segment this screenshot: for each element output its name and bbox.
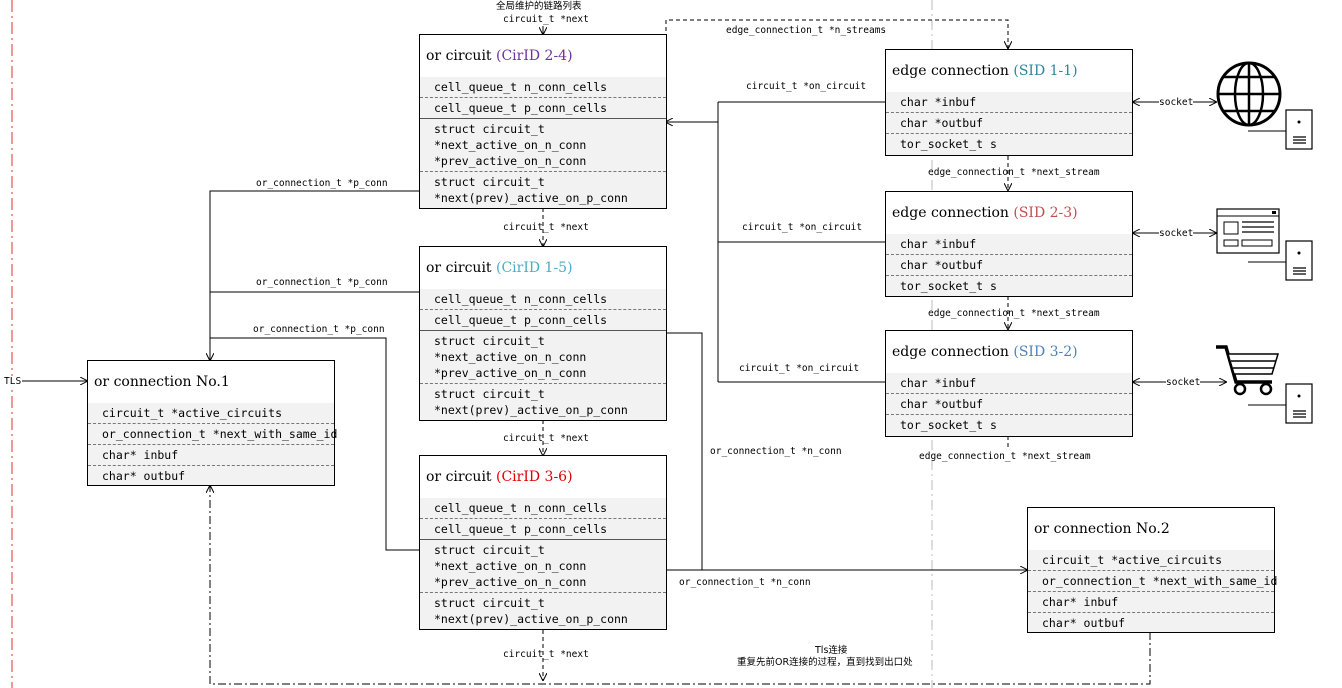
circuit-id: (CirID 2-4) bbox=[496, 48, 573, 64]
n-conn-label-2: or_connection_t *n_conn bbox=[679, 577, 811, 588]
field: char *outbuf bbox=[886, 394, 1132, 415]
field: circuit_t *active_circuits bbox=[1028, 550, 1274, 571]
circuit-next-label-3: circuit_t *next bbox=[503, 649, 589, 660]
or-circuit-box-2[interactable]: or circuit (CirID 1-5) cell_queue_t n_co… bbox=[419, 246, 667, 421]
on-circuit-label-1: circuit_t *on_circuit bbox=[746, 81, 867, 92]
or-connection-title: or connection No.2 bbox=[1028, 508, 1274, 551]
field: cell_queue_t p_conn_cells bbox=[420, 98, 666, 119]
field: or_connection_t *next_with_same_id bbox=[1028, 571, 1277, 592]
field: struct circuit_t *next(prev)_active_on_p… bbox=[434, 387, 628, 417]
field: cell_queue_t p_conn_cells bbox=[420, 310, 666, 331]
circuit-id: (CirID 3-6) bbox=[496, 469, 573, 485]
field: cell_queue_t p_conn_cells bbox=[420, 519, 666, 540]
or-connection-title: or connection No.1 bbox=[88, 361, 334, 404]
edge-connection-header: edge connection (SID 2-3) bbox=[886, 192, 1132, 235]
stream-id: (SID 1-1) bbox=[1013, 63, 1078, 79]
socket-label-1: socket bbox=[1159, 97, 1194, 108]
or-circuit-box-1[interactable]: or circuit (CirID 2-4) cell_queue_t n_co… bbox=[419, 34, 667, 209]
field: tor_socket_t s bbox=[900, 418, 997, 432]
or-circuit-title: or circuit bbox=[426, 260, 496, 276]
socket-label-3: socket bbox=[1166, 377, 1201, 388]
field: char *inbuf bbox=[886, 92, 1132, 113]
on-circuit-label-3: circuit_t *on_circuit bbox=[739, 363, 860, 374]
n-conn-label-1: or_connection_t *n_conn bbox=[710, 446, 842, 457]
server-icon bbox=[1248, 109, 1313, 150]
or-circuit-header: or circuit (CirID 2-4) bbox=[420, 35, 666, 78]
edge-connection-box-2[interactable]: edge connection (SID 2-3) char *inbuf ch… bbox=[885, 191, 1133, 297]
n-streams-label: edge_connection_t *n_streams bbox=[726, 25, 887, 36]
edge-connection-title: edge connection bbox=[892, 63, 1014, 79]
field: char* outbuf bbox=[102, 469, 186, 483]
next-stream-label-2: edge_connection_t *next_stream bbox=[928, 308, 1100, 319]
top-note-pointer: circuit_t *next bbox=[503, 14, 589, 25]
field: tor_socket_t s bbox=[900, 279, 997, 293]
globe-icon bbox=[1216, 61, 1282, 127]
or-circuit-title: or circuit bbox=[426, 48, 496, 64]
or-circuit-header: or circuit (CirID 1-5) bbox=[420, 247, 666, 290]
field: circuit_t *active_circuits bbox=[88, 403, 334, 424]
field: cell_queue_t n_conn_cells bbox=[420, 289, 666, 310]
bottom-note-line-1: Tls连接 bbox=[815, 645, 848, 656]
field: char* outbuf bbox=[1042, 616, 1126, 630]
edge-connection-header: edge connection (SID 3-2) bbox=[886, 331, 1132, 374]
or-circuit-title: or circuit bbox=[426, 469, 496, 485]
p-conn-label-3: or_connection_t *p_conn bbox=[253, 324, 385, 335]
server-icon bbox=[1248, 240, 1313, 281]
on-circuit-label-2: circuit_t *on_circuit bbox=[742, 222, 863, 233]
server-icon bbox=[1248, 383, 1313, 424]
field: cell_queue_t n_conn_cells bbox=[420, 77, 666, 98]
edge-connection-box-1[interactable]: edge connection (SID 1-1) char *inbuf ch… bbox=[885, 49, 1133, 156]
field: char* inbuf bbox=[88, 445, 334, 466]
field: struct circuit_t *next(prev)_active_on_p… bbox=[434, 175, 628, 205]
stream-id: (SID 3-2) bbox=[1013, 344, 1078, 360]
webpage-icon bbox=[1216, 208, 1280, 254]
field: char *outbuf bbox=[886, 255, 1132, 276]
field: or_connection_t *next_with_same_id bbox=[88, 424, 337, 445]
or-connection-box-2[interactable]: or connection No.2 circuit_t *active_cir… bbox=[1027, 507, 1277, 633]
field: char *outbuf bbox=[886, 113, 1132, 134]
top-note-title: 全局维护的链路列表 bbox=[496, 1, 582, 12]
next-stream-label-1: edge_connection_t *next_stream bbox=[928, 167, 1100, 178]
edge-connection-header: edge connection (SID 1-1) bbox=[886, 50, 1132, 93]
or-circuit-box-3[interactable]: or circuit (CirID 3-6) cell_queue_t n_co… bbox=[419, 455, 667, 630]
or-circuit-header: or circuit (CirID 3-6) bbox=[420, 456, 666, 499]
p-conn-label-2: or_connection_t *p_conn bbox=[256, 277, 388, 288]
circuit-next-label-1: circuit_t *next bbox=[503, 222, 589, 233]
field: tor_socket_t s bbox=[900, 137, 997, 151]
socket-label-2: socket bbox=[1159, 228, 1194, 239]
circuit-id: (CirID 1-5) bbox=[496, 260, 573, 276]
field: struct circuit_t *next_active_on_n_conn … bbox=[420, 540, 666, 593]
next-stream-label-3: edge_connection_t *next_stream bbox=[919, 451, 1091, 462]
field: struct circuit_t *next(prev)_active_on_p… bbox=[434, 596, 628, 626]
field: char* inbuf bbox=[1028, 592, 1274, 613]
edge-connection-title: edge connection bbox=[892, 344, 1014, 360]
shopping-cart-icon bbox=[1216, 345, 1280, 396]
circuit-next-label-2: circuit_t *next bbox=[503, 433, 589, 444]
or-connection-box-1[interactable]: or connection No.1 circuit_t *active_cir… bbox=[87, 360, 337, 486]
bottom-note-line-2: 重复先前OR连接的过程，直到找到出口处 bbox=[737, 657, 913, 668]
field: cell_queue_t n_conn_cells bbox=[420, 498, 666, 519]
field: char *inbuf bbox=[886, 373, 1132, 394]
tls-label: TLS bbox=[4, 376, 22, 387]
field: struct circuit_t *next_active_on_n_conn … bbox=[420, 331, 666, 384]
stream-id: (SID 2-3) bbox=[1013, 205, 1078, 221]
edge-connection-box-3[interactable]: edge connection (SID 3-2) char *inbuf ch… bbox=[885, 330, 1133, 437]
field: struct circuit_t *next_active_on_n_conn … bbox=[420, 119, 666, 172]
p-conn-label-1: or_connection_t *p_conn bbox=[256, 178, 388, 189]
field: char *inbuf bbox=[886, 234, 1132, 255]
edge-connection-title: edge connection bbox=[892, 205, 1014, 221]
